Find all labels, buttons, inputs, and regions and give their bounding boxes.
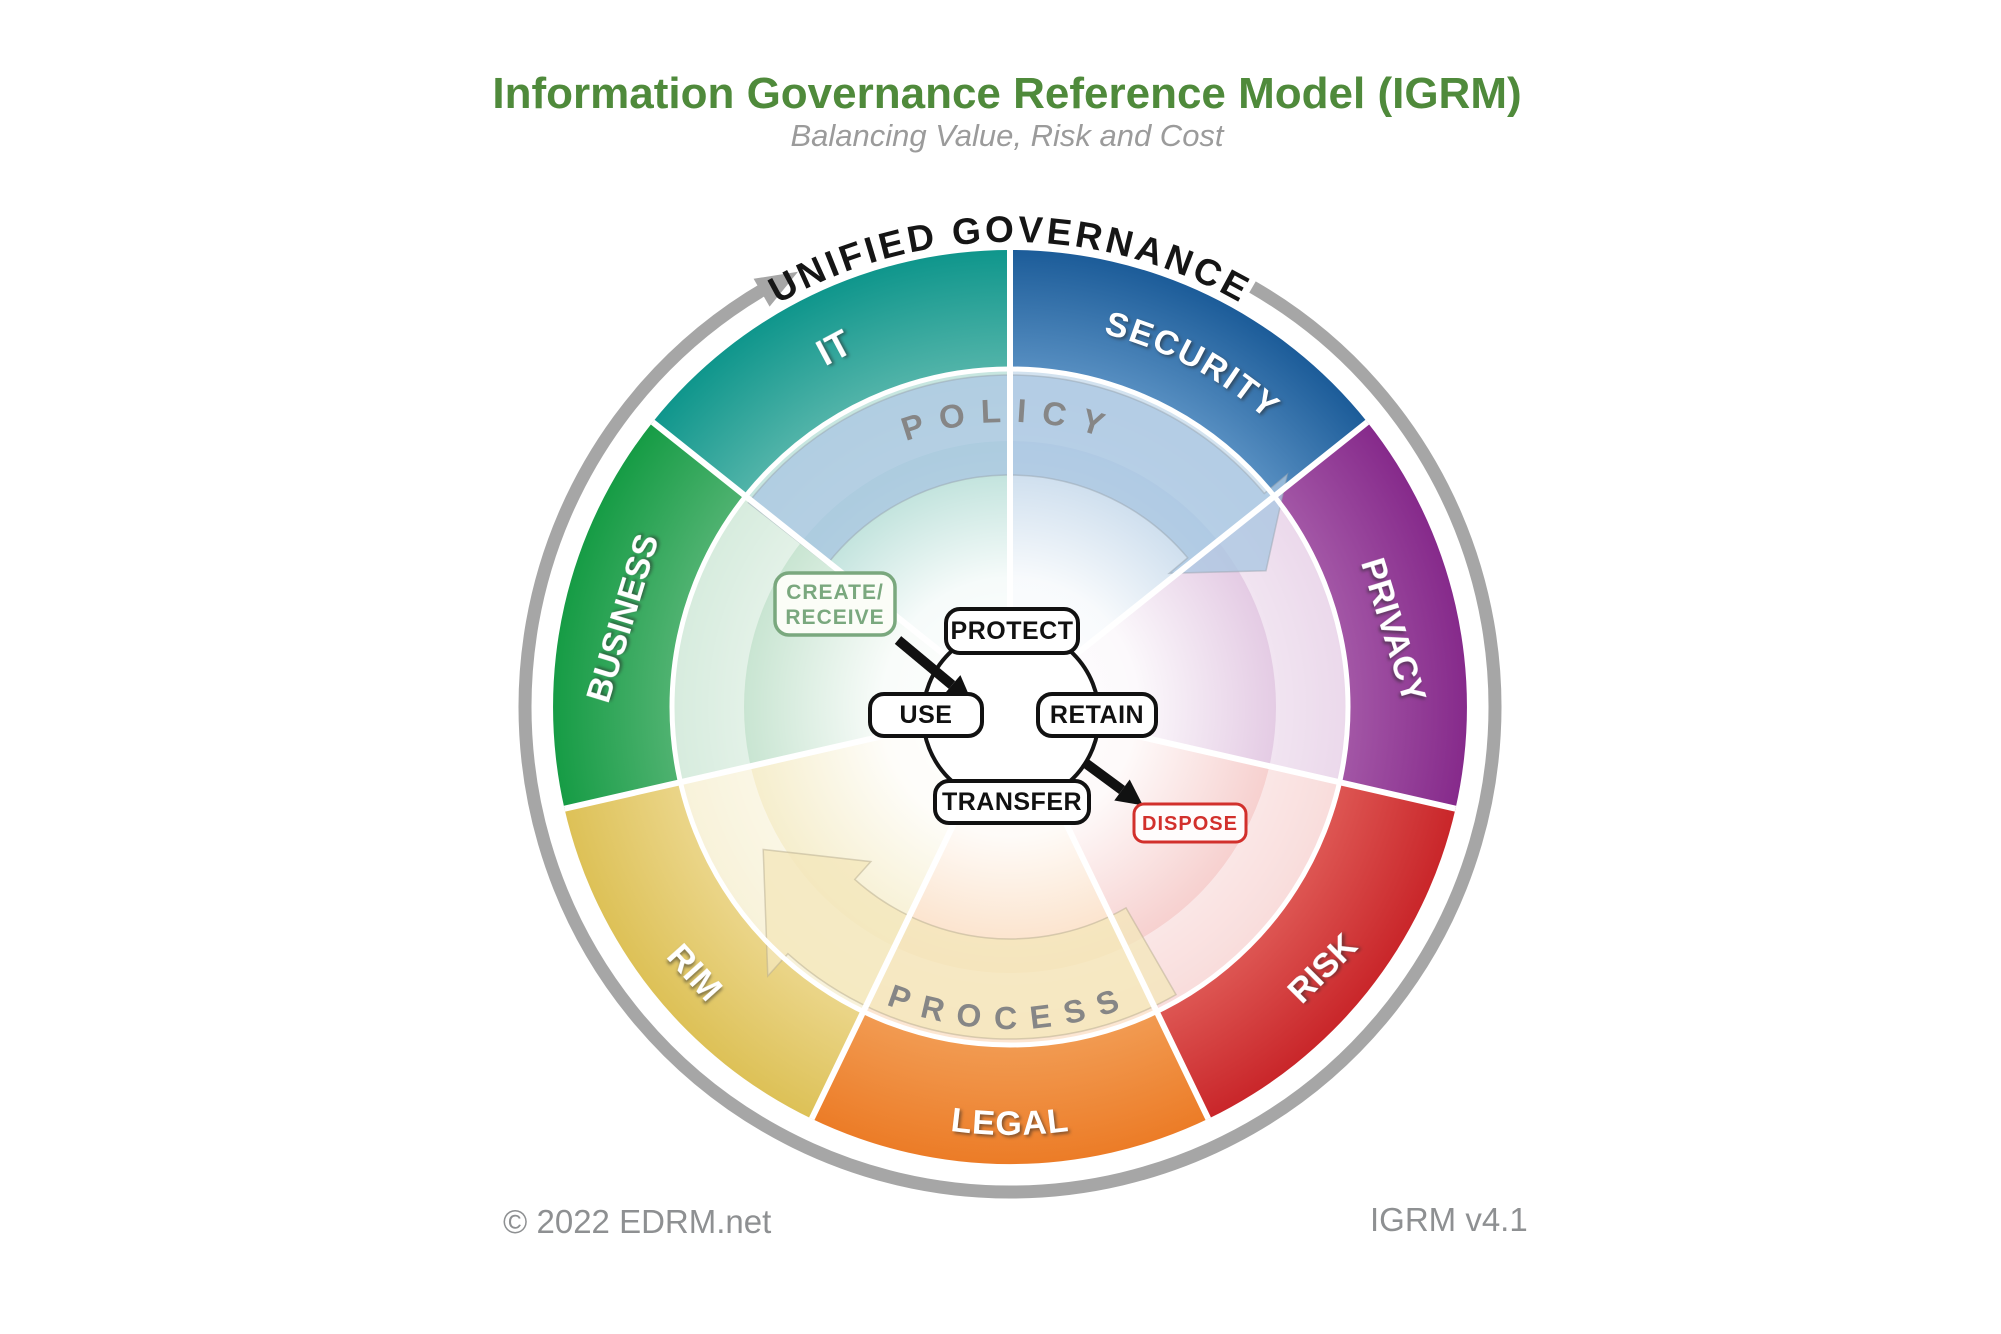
governance-arc [518,271,1502,1199]
lifecycle-stage-transfer-label: TRANSFER [942,788,1082,816]
segment-legal [811,1011,1209,1165]
segment-security [1010,250,1368,497]
create-receive-label-line1: CREATE/ [786,581,884,604]
page-subtitle: Balancing Value, Risk and Cost [790,118,1224,153]
segment-privacy [1274,422,1467,809]
version-text: IGRM v4.1 [1370,1201,1528,1238]
process-flow-arrow-icon [762,848,1178,1040]
lifecycle: PROTECT USE RETAIN TRANSFER CREATE/ RECE… [773,571,1248,844]
segment-legal-label: LEGAL [949,1101,1071,1143]
governance-arc-line [518,281,1502,1199]
svg-text:CREATE/: CREATE/ [786,581,884,604]
segment-it [652,250,1010,497]
lifecycle-stage-use: USE [868,692,984,738]
segment-business [553,422,746,809]
create-receive-box: CREATE/ RECEIVE [773,571,897,637]
governance-arc-arrowhead-icon [753,271,798,307]
policy-flow-arrow-icon [747,374,1289,575]
outer-ring [553,250,1467,1165]
dispose-label: DISPOSE [1142,813,1238,835]
lifecycle-stage-transfer: TRANSFER [933,779,1091,825]
lifecycle-stage-protect-label: PROTECT [951,617,1074,645]
lifecycle-stage-retain: RETAIN [1036,692,1158,738]
lifecycle-stage-retain-label: RETAIN [1050,701,1144,729]
svg-text:RECEIVE: RECEIVE [785,606,884,629]
page-title: Information Governance Reference Model (… [492,69,1521,118]
lifecycle-stage-protect: PROTECT [944,607,1080,655]
retain-to-dispose-arrow-icon [1081,757,1143,806]
segment-risk [1156,782,1456,1119]
create-receive-label-line2: RECEIVE [785,606,884,629]
dispose-box: DISPOSE [1132,802,1248,844]
segment-rim [564,782,864,1119]
copyright-text: © 2022 EDRM.net [503,1203,771,1240]
lifecycle-stage-use-label: USE [900,701,953,729]
flow-arrows [747,374,1289,1040]
